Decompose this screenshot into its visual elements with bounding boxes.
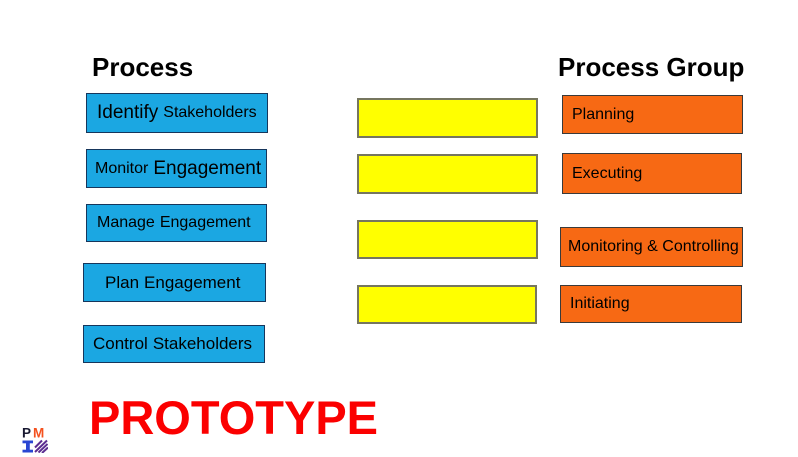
process-card-label-part: Stakeholders [152, 334, 253, 353]
answer-slot-4[interactable] [357, 285, 537, 324]
process-card-control-stakeholders[interactable]: Control Stakeholders [83, 325, 265, 363]
process-card-monitor-engagement[interactable]: Monitor Engagement [86, 149, 267, 188]
process-group-card-monitoring-controlling[interactable]: Monitoring & Controlling [560, 227, 743, 267]
process-card-label-part: Plan [105, 272, 140, 292]
process-group-card-initiating[interactable]: Initiating [560, 285, 742, 323]
process-card-label-part: Monitor [95, 159, 149, 177]
process-card-plan-engagement[interactable]: Plan Engagement [83, 263, 266, 302]
prototype-watermark: PROTOTYPE [89, 391, 379, 444]
pmi-logo: P M [22, 426, 48, 453]
process-column-header: Process [92, 52, 194, 82]
process-card-label-part: Identify [97, 102, 159, 123]
answer-slot-1[interactable] [357, 98, 538, 138]
process-card-label-part: Engagement [153, 157, 262, 179]
logo-striped-square-icon [34, 439, 48, 453]
process-card-manage-engagement[interactable]: Manage Engagement [86, 204, 267, 242]
logo-letter-m: M [33, 426, 44, 441]
process-group-label: Executing [572, 164, 643, 182]
process-card-identify-stakeholders[interactable]: Identify Stakeholders [86, 93, 268, 133]
process-card-label-part: Manage [97, 214, 155, 231]
process-card-label-part: Engagement [159, 214, 251, 231]
answer-slot-2[interactable] [357, 154, 538, 194]
answer-slot-3[interactable] [357, 220, 538, 259]
process-group-card-executing[interactable]: Executing [562, 153, 742, 194]
process-group-card-planning[interactable]: Planning [562, 95, 743, 134]
logo-letter-p: P [22, 426, 31, 441]
process-group-label: Planning [572, 105, 635, 123]
logo-i-glyph [22, 440, 33, 453]
process-card-label-part: Engagement [144, 272, 241, 292]
process-group-label: Initiating [570, 295, 630, 312]
process-group-column-header: Process Group [558, 52, 745, 82]
process-card-label-part: Control [93, 334, 148, 353]
process-group-label: Monitoring & Controlling [568, 238, 739, 255]
process-card-label-part: Stakeholders [163, 104, 257, 121]
